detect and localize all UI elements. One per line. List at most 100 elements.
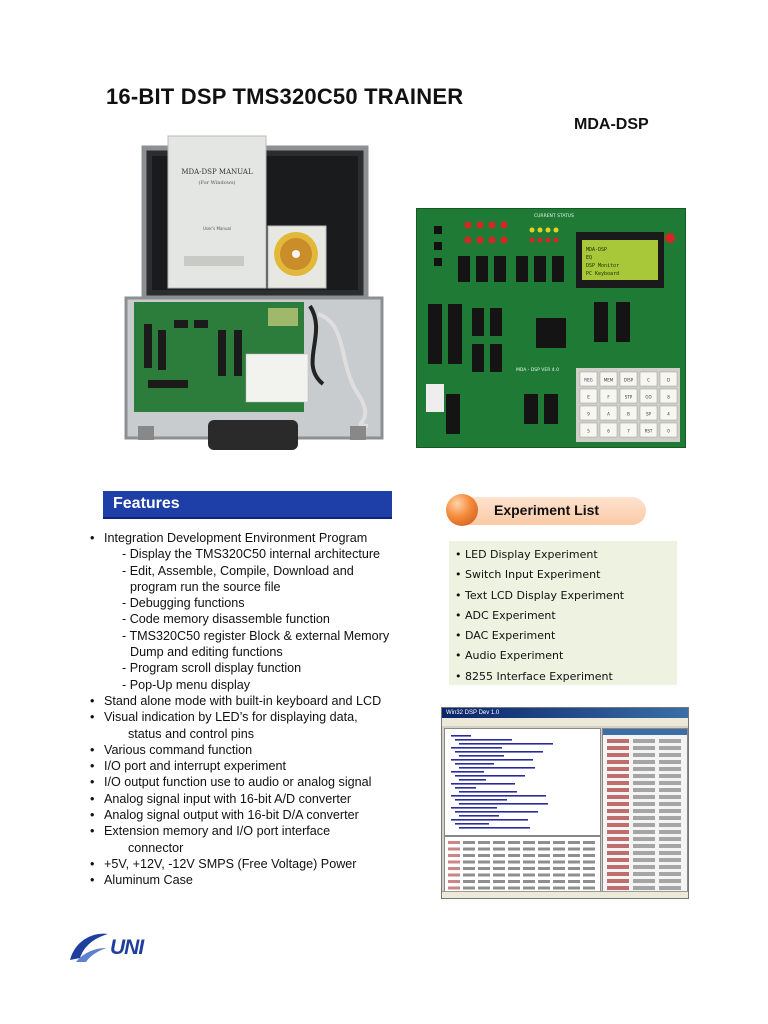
memory-cell xyxy=(493,867,505,870)
register-cell xyxy=(633,872,655,876)
memory-cell xyxy=(448,847,460,851)
svg-text:B: B xyxy=(627,412,630,417)
memory-cell xyxy=(493,841,505,844)
register-cell xyxy=(607,844,629,848)
svg-text:GO: GO xyxy=(645,395,651,400)
memory-cell xyxy=(448,867,460,870)
svg-text:6: 6 xyxy=(607,429,610,434)
feature-item: status and control pins xyxy=(90,726,420,742)
register-cell xyxy=(633,746,655,750)
memory-cell xyxy=(478,860,490,864)
code-line xyxy=(451,759,533,761)
memory-cell xyxy=(568,880,580,883)
keypad-key: 4 xyxy=(659,405,678,421)
code-line xyxy=(459,779,486,781)
experiment-item: • Audio Experiment xyxy=(455,649,564,663)
code-line xyxy=(459,791,517,793)
code-line xyxy=(451,735,471,737)
memory-cell xyxy=(493,860,505,864)
feature-text: I/O output function use to audio or anal… xyxy=(104,775,372,790)
code-line xyxy=(455,763,494,765)
feature-item: •+5V, +12V, -12V SMPS (Free Voltage) Pow… xyxy=(90,856,420,872)
code-line xyxy=(459,815,499,817)
keypad-key: D xyxy=(659,371,678,387)
svg-text:EQ: EQ xyxy=(586,255,592,261)
code-line xyxy=(451,795,546,797)
register-cell xyxy=(659,788,681,792)
feature-text: - Program scroll display function xyxy=(122,661,302,676)
svg-text:E: E xyxy=(587,395,590,400)
memory-cell xyxy=(538,880,550,883)
memory-cell xyxy=(538,841,550,844)
sw-window-title: Win32 DSP Dev 1.0 xyxy=(446,710,500,716)
keypad-key: STP xyxy=(619,388,638,404)
code-line xyxy=(459,743,553,745)
svg-text:RST: RST xyxy=(645,429,653,434)
memory-cell xyxy=(568,867,580,870)
bullet: • xyxy=(90,824,95,839)
model-name: MDA-DSP xyxy=(574,116,649,133)
svg-text:PC Keyboard: PC Keyboard xyxy=(586,271,619,277)
memory-cell xyxy=(568,873,580,877)
register-cell xyxy=(633,865,655,869)
bullet: • xyxy=(90,710,95,725)
sw-memory-pane xyxy=(444,836,601,894)
keypad-key: F xyxy=(599,388,618,404)
memory-cell xyxy=(463,847,475,851)
feature-text: Analog signal output with 16-bit D/A con… xyxy=(104,808,359,823)
register-cell xyxy=(659,760,681,764)
bullet: • xyxy=(90,759,95,774)
feature-text: - Pop-Up menu display xyxy=(122,677,251,692)
memory-cell xyxy=(478,873,490,877)
feature-item: • Visual indication by LED’s for displayi… xyxy=(90,709,420,725)
register-cell xyxy=(607,753,629,757)
page-title: 16-BIT DSP TMS320C50 TRAINER xyxy=(106,84,464,109)
memory-cell xyxy=(568,841,580,844)
memory-cell xyxy=(448,854,460,857)
keypad-key: C xyxy=(639,371,658,387)
svg-text:D: D xyxy=(667,378,670,383)
feature-text: Aluminum Case xyxy=(104,873,193,888)
experiment-box: • LED Display Experiment• Switch Input E… xyxy=(449,541,677,685)
keypad-key: 6 xyxy=(599,422,618,438)
feature-text: Integration Development Environment Prog… xyxy=(104,531,368,545)
memory-cell xyxy=(568,854,580,857)
keypad-key: 0 xyxy=(659,422,678,438)
svg-text:STP: STP xyxy=(625,395,633,400)
memory-cell xyxy=(493,847,505,851)
keypad-key: DISP xyxy=(619,371,638,387)
register-cell xyxy=(633,781,655,785)
memory-cell xyxy=(493,854,505,857)
svg-text:SP: SP xyxy=(646,412,652,417)
memory-cell xyxy=(538,867,550,870)
feature-text: Visual indication by LED’s for displayin… xyxy=(104,710,358,725)
bullet: • xyxy=(90,873,95,888)
keypad-key: REG xyxy=(579,371,598,387)
register-cell xyxy=(607,802,629,806)
feature-item: • Aluminum Case xyxy=(90,872,420,888)
memory-cell xyxy=(463,873,475,877)
svg-text:9: 9 xyxy=(587,412,590,417)
memory-cell xyxy=(463,880,475,883)
feature-item: connector xyxy=(90,840,420,856)
register-cell xyxy=(633,774,655,778)
feature-text: status and control pins xyxy=(128,726,255,741)
register-cell xyxy=(607,886,629,890)
register-cell xyxy=(659,823,681,827)
sw-code-lines xyxy=(451,735,553,829)
feature-item: - Code memory disassemble function xyxy=(90,611,420,627)
svg-text:DSP Monitor: DSP Monitor xyxy=(586,263,619,269)
memory-cell xyxy=(583,847,595,851)
manual-title: MDA-DSP MANUAL xyxy=(181,168,253,176)
feature-text: program run the source file xyxy=(130,579,281,594)
feature-item: - Pop-Up menu display xyxy=(90,677,420,693)
bullet: • xyxy=(90,856,95,871)
memory-cell xyxy=(463,841,475,844)
code-line xyxy=(459,803,548,805)
memory-cell xyxy=(448,880,460,883)
feature-item: - TMS320C50 register Block & external Me… xyxy=(90,628,420,644)
register-cell xyxy=(659,767,681,771)
keypad-key: 7 xyxy=(619,422,638,438)
memory-cell xyxy=(568,886,580,890)
